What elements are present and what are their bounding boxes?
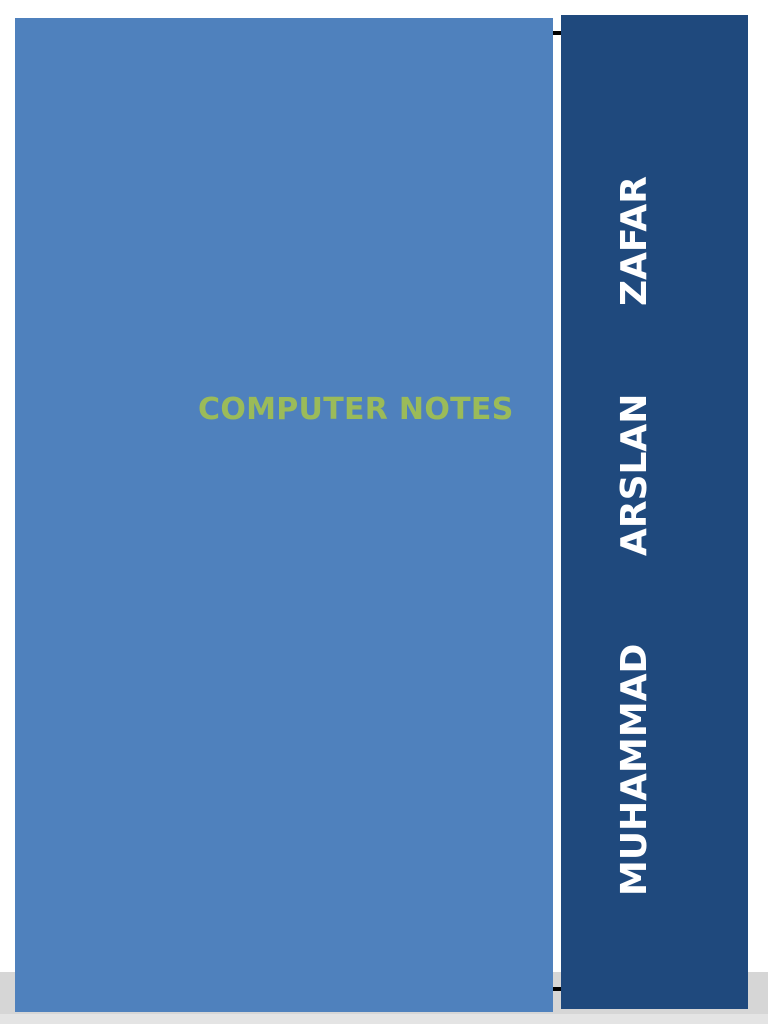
author-last-name: ZAFAR <box>613 176 655 307</box>
author-middle-name: ARSLAN <box>613 393 655 557</box>
bottom-edge-mark <box>553 987 561 991</box>
cover-title: COMPUTER NOTES <box>198 392 514 427</box>
cover-main-panel <box>15 18 553 1012</box>
top-edge-mark <box>553 31 561 35</box>
author-name: MUHAMMAD ARSLAN ZAFAR <box>611 176 657 896</box>
page-footer-strip-inner <box>0 1014 768 1024</box>
author-first-name: MUHAMMAD <box>613 643 655 896</box>
cover-side-panel <box>561 15 748 1009</box>
